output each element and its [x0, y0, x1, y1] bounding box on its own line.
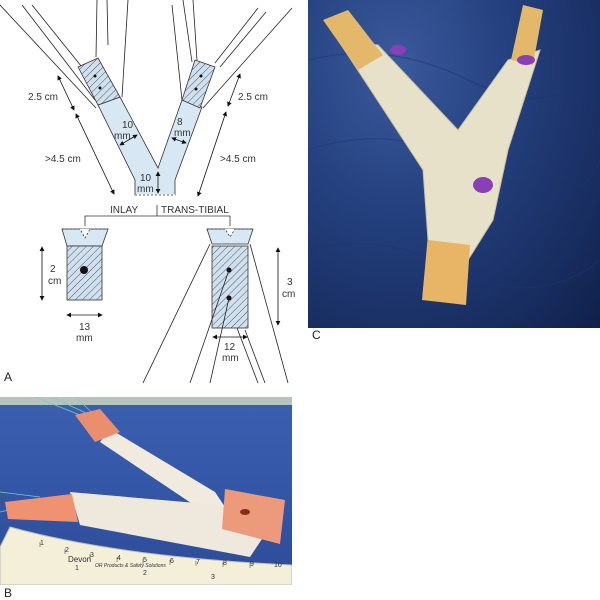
left-width-unit: mm: [114, 131, 131, 142]
right-lower-length: >4.5 cm: [220, 154, 256, 165]
tape-tick-label: 5: [143, 557, 147, 564]
tendon-b-upper: [100, 429, 225, 509]
tape-tick-label: 1: [75, 565, 79, 572]
panel-label-b: B: [4, 586, 13, 600]
tape-brand: Devon: [68, 555, 91, 564]
bone-block-c-bottom: [422, 240, 470, 305]
tt-height-unit: cm: [282, 289, 295, 300]
panel-label-a: A: [4, 370, 13, 384]
left-lower-length: >4.5 cm: [45, 154, 81, 165]
right-upper-length: 2.5 cm: [238, 92, 268, 103]
bone-block-c-right: [511, 5, 543, 65]
tt-width-num: 12: [224, 342, 236, 353]
transtibial-bone-block: [211, 245, 249, 329]
left-width-num: 10: [122, 120, 134, 131]
tendon-shape: [97, 96, 203, 196]
tape-tick-label: 3: [211, 574, 215, 581]
stem-length-num: 10: [140, 173, 152, 184]
left-bone-block: [77, 57, 121, 106]
photo-graft-with-tape: 1 2 3 4 5 6 7 8 9 10 1 2 3 Devon OR Prod…: [0, 397, 292, 585]
bone-b-left: [5, 494, 78, 522]
right-bone-block: [181, 59, 216, 109]
tape-tick-label: 6: [170, 558, 174, 565]
inlay-bone-block: [66, 245, 103, 301]
technique-bracket: [84, 205, 231, 226]
tape-tick-label: 8: [223, 560, 227, 567]
tape-subtitle: OR Products & Safety Solutions: [95, 563, 166, 569]
tendon-b-lower: [70, 492, 270, 557]
tape-tick-label: 10: [274, 562, 282, 569]
inlay-width-unit: mm: [76, 333, 93, 344]
inlay-height-unit: cm: [48, 276, 61, 287]
transtibial-label: TRANS-TIBIAL: [161, 205, 229, 216]
tape-tick-label: 4: [117, 555, 121, 562]
right-width-unit: mm: [174, 128, 191, 139]
tape-tick-label: 2: [143, 570, 147, 577]
tape-tick-label: 2: [65, 547, 69, 554]
tape-measure: [0, 526, 292, 585]
bone-b-block: [222, 489, 285, 544]
tt-width-unit: mm: [222, 353, 239, 364]
tape-tick-label: 7: [196, 559, 200, 566]
bone-b-top: [75, 409, 120, 442]
graft-diagram: 2.5 cm >4.5 cm 2.5 cm >4.5 cm 10 mm 8 mm…: [0, 0, 305, 390]
inlay-height-num: 2: [50, 264, 56, 275]
right-width-num: 8: [177, 117, 183, 128]
suture-lines: [0, 0, 293, 109]
tape-tick-label: 3: [90, 552, 94, 559]
photo-y-graft: [308, 0, 600, 328]
left-upper-length: 2.5 cm: [28, 92, 58, 103]
tape-ticks: [39, 542, 251, 568]
tape-tick-label: 1: [40, 540, 44, 547]
inlay-width-num: 13: [79, 322, 91, 333]
tape-tick-label: 9: [250, 561, 254, 568]
panel-label-c: C: [312, 328, 321, 342]
tt-height-num: 3: [287, 277, 293, 288]
bone-block-c-left: [323, 10, 383, 70]
stem-length-unit: mm: [137, 184, 154, 195]
inlay-label: INLAY: [110, 205, 138, 216]
